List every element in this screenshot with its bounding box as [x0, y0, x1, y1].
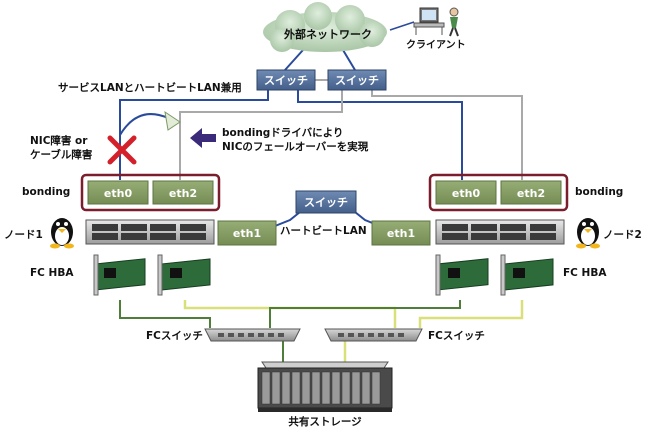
bonding-label-left: bonding [22, 186, 70, 198]
storage-label: 共有ストレージ [288, 415, 362, 428]
failure-x-icon [107, 135, 137, 165]
node1-eth1-label: eth1 [233, 227, 261, 240]
note-arrow-icon [190, 128, 216, 148]
cloud-switch-cable-left [284, 49, 304, 71]
bonding-group-left [80, 173, 221, 212]
node2-eth0-cable [297, 90, 463, 180]
node2-eth1-label: eth1 [387, 227, 415, 240]
node2-eth2-cable [371, 90, 523, 180]
node1-hba1-fc-cable [119, 300, 211, 328]
bonding-group-right [428, 173, 569, 212]
client-label: クライアント [406, 39, 466, 51]
node2-server [435, 219, 565, 245]
node1-server [85, 219, 215, 245]
service-lan-label: サービスLANとハートビートLAN兼用 [58, 81, 242, 94]
node2-linux-logo-icon [576, 218, 600, 249]
external-network-label: 外部ネットワーク [283, 27, 372, 41]
node2-eth0-label: eth0 [452, 187, 481, 200]
node1-linux-logo-icon [50, 218, 74, 249]
node1-hba-card-1 [93, 254, 146, 296]
fc-switch-right [324, 328, 423, 342]
node2-hba-card-1 [435, 254, 489, 296]
node1-eth2: eth2 [152, 180, 214, 205]
external-network-cloud: 外部ネットワーク [263, 2, 387, 52]
fc-switch-left [204, 328, 301, 342]
failover-arrow [119, 110, 181, 136]
node2-hba-card-2 [500, 254, 554, 296]
node1-hba-label: FC HBA [30, 267, 74, 279]
service-switch-left-label: スイッチ [264, 74, 308, 87]
node1-label: ノード1 [4, 229, 43, 241]
failure-label-line1: NIC障害 or [30, 134, 88, 147]
failure-label-line2: ケーブル障害 [30, 148, 93, 161]
service-switch-right-label: スイッチ [335, 74, 379, 87]
node2-eth0: eth0 [435, 180, 497, 205]
node1-hba-card-2 [157, 254, 211, 296]
node2-label: ノード2 [603, 229, 642, 241]
node1-eth0-cable [119, 90, 269, 180]
bonding-label-right: bonding [575, 186, 623, 198]
cloud-switch-cable-right [342, 49, 356, 71]
node1-eth0: eth0 [87, 180, 149, 205]
node1-hba2-fc-cable [183, 300, 397, 328]
node2-eth2-label: eth2 [517, 187, 545, 200]
bonding-note-line2: NICのフェールオーバーを実現 [222, 140, 369, 153]
node2-hba1-fc-cable [269, 300, 461, 328]
node2-hba2-fc-cable [418, 300, 524, 328]
node2-eth2: eth2 [500, 180, 562, 205]
node1-eth2-cable [179, 90, 343, 180]
fc-switch-left-label: FCスイッチ [146, 330, 203, 342]
fc-switch-right-label: FCスイッチ [428, 330, 485, 342]
bonding-note-line1: bondingドライバにより [222, 127, 343, 139]
node1-eth1: eth1 [217, 220, 277, 246]
service-switch-right: スイッチ [327, 69, 387, 91]
cables [119, 49, 524, 365]
node1-eth0-label: eth0 [104, 187, 133, 200]
shared-storage-array [257, 361, 393, 412]
client-cable [389, 21, 415, 31]
service-switch-left: スイッチ [256, 69, 316, 91]
heartbeat-switch-label: スイッチ [304, 196, 348, 209]
node2-eth1: eth1 [371, 220, 431, 246]
heartbeat-lan-label: ハートビートLAN [280, 224, 367, 237]
node2-hba-label: FC HBA [563, 267, 607, 279]
node1-eth2-label: eth2 [169, 187, 197, 200]
client-pc-icon [413, 7, 459, 37]
heartbeat-switch: スイッチ [295, 190, 357, 214]
